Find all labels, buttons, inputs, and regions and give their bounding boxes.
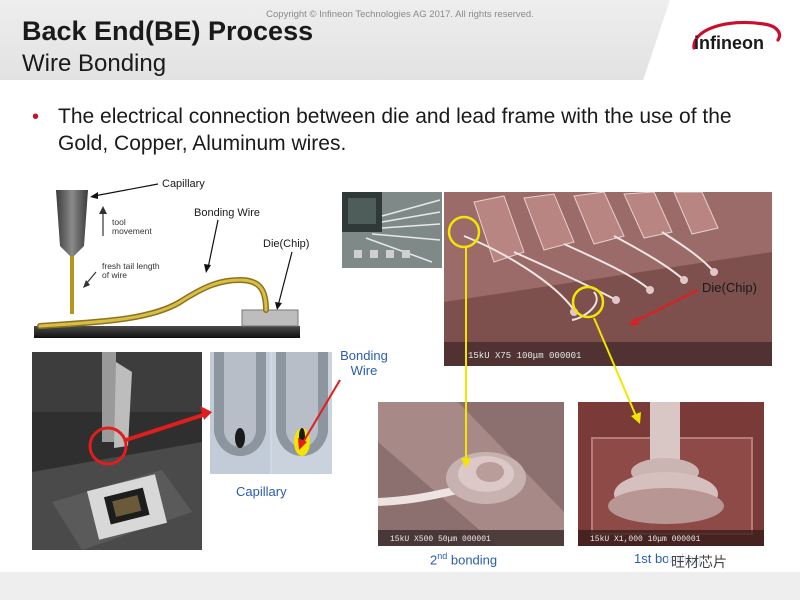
infineon-logo: infineon — [692, 20, 782, 53]
footer-bar — [0, 572, 800, 600]
footer-copyright: Copyright © Infineon Technologies AG 201… — [266, 9, 534, 20]
page-title: Back End(BE) Process — [22, 16, 314, 46]
capillary-closeup-photos — [210, 352, 332, 474]
bullet-marker: • — [32, 106, 40, 128]
watermark: 旺材芯片 — [668, 552, 730, 572]
second-bonding-caption: 2nd bonding — [430, 551, 498, 568]
die-chip-caption: Die(Chip) — [702, 280, 757, 295]
fresh-tail-label: fresh tail length of wire — [102, 261, 160, 280]
sem-second-bonding-photo: 15kU X500 50μm 000001 — [378, 402, 564, 546]
diagram-drawing — [34, 183, 300, 338]
tool-movement-label: tool movement — [112, 217, 152, 236]
die-chip — [241, 309, 299, 327]
bonding-wire-label: Bonding Wire — [194, 207, 261, 219]
die-chip-label: Die(Chip) — [263, 238, 310, 250]
title-band — [0, 0, 670, 80]
lead-frame — [34, 326, 300, 338]
page-subtitle: Wire Bonding — [22, 50, 167, 77]
bonding-wire-caption: Bonding Wire — [340, 348, 388, 378]
capillary-tool — [56, 190, 88, 256]
logo-wordmark: infineon — [694, 33, 764, 53]
sem-first-bonding-photo: 15kU X1,000 10μm 000001 — [578, 402, 764, 546]
wire-bonding-diagram: Capillary tool movement fresh tail lengt… — [30, 172, 330, 344]
bullet-text: The electrical connection between die an… — [58, 105, 732, 155]
sem-top-photo: 15kU X75 100μm 000001 — [444, 192, 772, 366]
sem-second-scale: 15kU X500 50μm 000001 — [390, 535, 491, 544]
bonder-machine-photo — [32, 352, 202, 550]
capillary-label: Capillary — [162, 178, 205, 190]
capillary-caption: Capillary — [236, 484, 287, 499]
sem-first-scale: 15kU X1,000 10μm 000001 — [590, 535, 701, 544]
sem-top-scale: 15kU X75 100μm 000001 — [468, 351, 581, 361]
chip-inset-photo — [342, 192, 442, 268]
